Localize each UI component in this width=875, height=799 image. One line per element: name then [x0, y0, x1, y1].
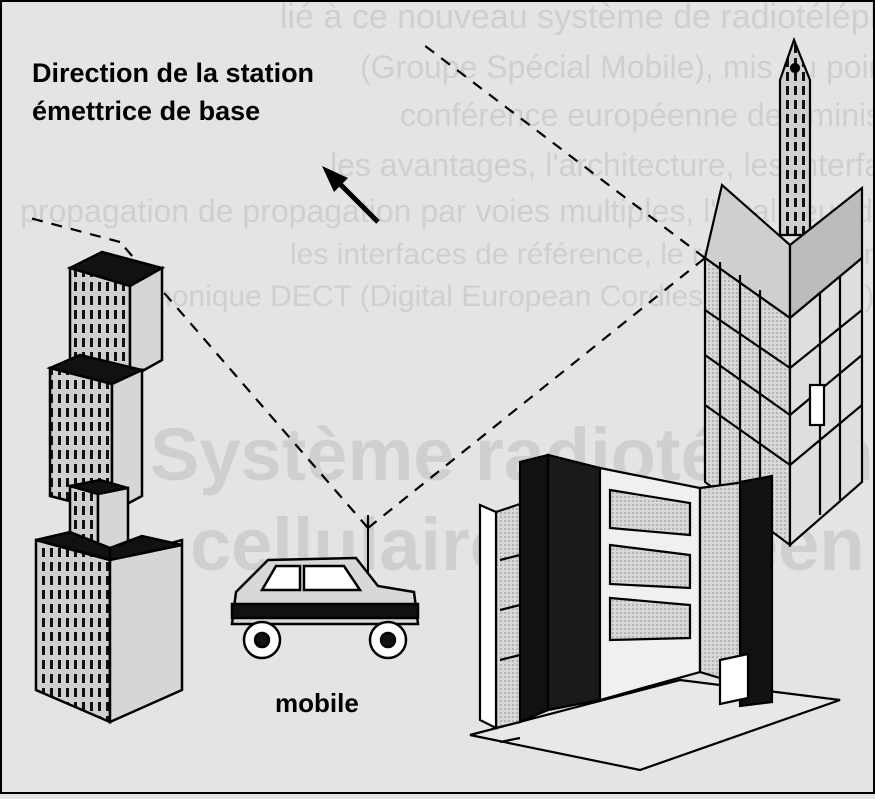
bg-line: lié à ce nouveau système de radiotélépho…: [280, 0, 875, 36]
tower-building-icon: [703, 36, 864, 548]
skyscraper-icon: [34, 250, 184, 724]
mobile-label: mobile: [275, 688, 359, 718]
car-icon: [230, 515, 420, 660]
direction-label-line2: émettrice de base: [32, 96, 261, 126]
reflected-path-to-skyscraper: [119, 241, 369, 529]
reflected-path-from-skyscraper: [29, 216, 121, 244]
direction-label-line1: Direction de la station: [32, 58, 315, 88]
office-building-icon: [469, 453, 841, 772]
direction-arrow-icon: [322, 166, 380, 224]
